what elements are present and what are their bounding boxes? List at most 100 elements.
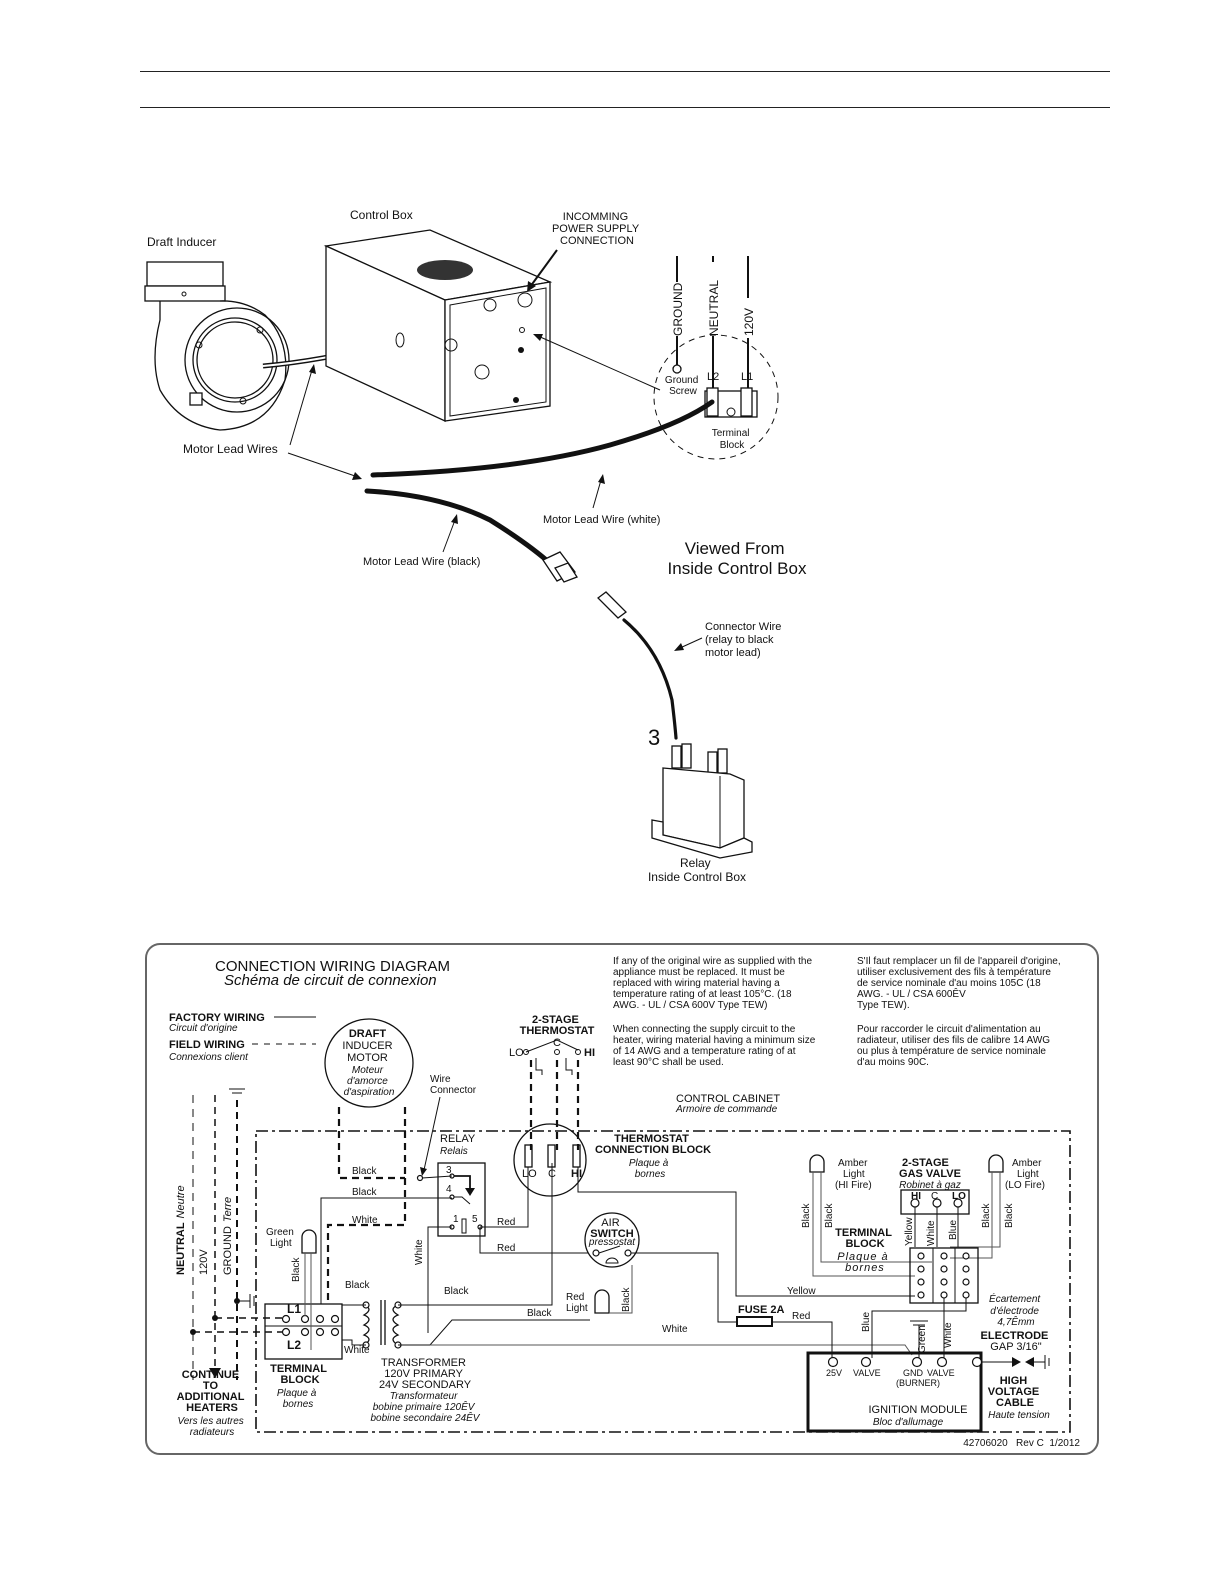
svg-text:HI: HI	[571, 1168, 582, 1180]
air-switch-label: AIR SWITCH	[590, 1217, 633, 1240]
amber-light-lo-symbol	[988, 1154, 1004, 1173]
svg-text:5: 5	[472, 1214, 478, 1225]
supply-ground-label: GROUNDTerre	[222, 1197, 234, 1275]
amber-light-hi-label: Amber Light (HI Fire)	[835, 1158, 872, 1191]
transformer-label-fr: Transformateur bobine primaire 120ÊV bob…	[371, 1391, 481, 1424]
incoming-power-label: INCOMMING POWER SUPPLY CONNECTION	[552, 211, 642, 247]
svg-text:Robinet à gaz: Robinet à gaz	[899, 1180, 961, 1191]
terminal-block-label: Terminal Block	[712, 428, 753, 451]
svg-text:Green: Green	[917, 1325, 928, 1353]
fuse-label: FUSE 2A	[738, 1304, 785, 1316]
legend: FACTORY WIRING Circuit d'origine FIELD W…	[169, 1012, 316, 1063]
neutral-label: NEUTRAL	[707, 280, 721, 336]
viewed-from-label: Viewed From Inside Control Box	[668, 539, 807, 578]
draft-inducer	[144, 261, 290, 431]
svg-text:25V: 25V	[826, 1368, 842, 1378]
svg-text:GND: GND	[903, 1368, 924, 1378]
svg-text:Black: Black	[621, 1287, 632, 1312]
svg-text:White: White	[662, 1324, 688, 1335]
svg-text:(BURNER): (BURNER)	[896, 1378, 940, 1388]
svg-text:Blue: Blue	[948, 1220, 959, 1240]
tcb-label-fr: Plaque à bornes	[629, 1158, 671, 1180]
thermostat-c: C	[553, 1037, 561, 1049]
supply-neutral-label: NEUTRALNeutre	[175, 1185, 187, 1275]
male-connector	[597, 591, 627, 619]
terminal-block-right-label-fr: Plaque à bornes	[837, 1251, 893, 1274]
ignition-module-label-fr: Bloc d'allumage	[873, 1417, 944, 1428]
relay-caption: Relay Inside Control Box	[648, 856, 746, 884]
svg-text:pressostat: pressostat	[588, 1237, 636, 1248]
red-light-label: Red Light	[566, 1292, 588, 1314]
svg-text:3: 3	[446, 1165, 452, 1176]
svg-text:FIELD WIRING: FIELD WIRING	[169, 1039, 245, 1051]
continue-label: CONTINUE TO ADDITIONAL HEATERS	[177, 1369, 248, 1414]
svg-text:4: 4	[446, 1184, 452, 1195]
svg-text:Black: Black	[981, 1203, 992, 1228]
continue-label-fr: Vers les autres radiateurs	[177, 1416, 246, 1438]
supply-lines	[670, 256, 755, 395]
relay-terminal-3: 3	[648, 725, 660, 750]
gas-valve-symbol	[900, 1189, 970, 1215]
transformer-symbol	[362, 1300, 402, 1349]
electrode-label: ELECTRODE GAP 3/16"	[981, 1330, 1052, 1353]
svg-text:White: White	[943, 1322, 954, 1348]
header-rule-bottom	[140, 107, 1110, 108]
svg-text:Yellow: Yellow	[904, 1217, 915, 1246]
svg-text:Black: Black	[824, 1203, 835, 1228]
ground-label: GROUND	[671, 282, 685, 336]
header-rule-top	[140, 71, 1110, 72]
draft-motor-symbol	[324, 1018, 414, 1108]
svg-text:FACTORY WIRING: FACTORY WIRING	[169, 1012, 265, 1024]
svg-text:Black: Black	[444, 1286, 469, 1297]
wire-connector-label: Wire Connector	[430, 1074, 477, 1096]
svg-text:C: C	[548, 1168, 556, 1180]
svg-text:HI: HI	[911, 1191, 921, 1202]
svg-text:White: White	[352, 1215, 378, 1226]
fuse-symbol	[736, 1316, 773, 1327]
terminal-block-right-label: TERMINAL BLOCK	[835, 1227, 895, 1250]
installation-illustration: Draft Inducer Control Box INCOMMING POWE…	[144, 208, 807, 884]
left-tb-l1: L1	[287, 1302, 301, 1316]
left-tb-l2: L2	[287, 1338, 301, 1352]
draft-motor-label: DRAFT INDUCER MOTOR Moteur d'amorce d'as…	[342, 1028, 395, 1098]
green-light-label: Green Light	[266, 1227, 297, 1249]
svg-text:Black: Black	[352, 1187, 377, 1198]
relay-label: RELAY	[440, 1133, 476, 1145]
terminal-block-left-label: TERMINAL BLOCK	[270, 1363, 330, 1386]
120v-label: 120V	[742, 308, 756, 336]
document-number: 42706020 Rev C 1/2012	[963, 1438, 1080, 1449]
relay-label-fr: Relais	[440, 1146, 468, 1157]
svg-text:Black: Black	[1004, 1203, 1015, 1228]
relay-symbol	[437, 1162, 486, 1237]
thermostat-switch	[523, 1039, 581, 1150]
svg-text:LO: LO	[522, 1168, 537, 1180]
svg-text:Connexions client: Connexions client	[169, 1052, 249, 1063]
gas-valve-label: 2-STAGE GAS VALVE	[899, 1157, 961, 1180]
motor-lead-wires-label: Motor Lead Wires	[183, 442, 278, 456]
svg-text:Circuit d'origine: Circuit d'origine	[169, 1023, 238, 1034]
l1-label: L1	[741, 371, 753, 383]
svg-text:White: White	[414, 1239, 425, 1265]
notes-english: If any of the original wire as supplied …	[613, 956, 818, 1068]
svg-text:Black: Black	[801, 1203, 812, 1228]
transformer-label: TRANSFORMER 120V PRIMARY 24V SECONDARY	[379, 1357, 472, 1391]
control-box-label: Control Box	[350, 208, 413, 222]
supply-field-wires	[190, 1088, 285, 1380]
amber-light-hi-symbol	[809, 1154, 825, 1173]
green-light-symbol	[301, 1229, 317, 1254]
svg-text:C: C	[931, 1191, 938, 1202]
connector-wire-label: Connector Wire (relay to black motor lea…	[705, 621, 784, 659]
svg-text:Red: Red	[792, 1311, 810, 1322]
red-light-symbol	[594, 1289, 610, 1314]
svg-text:Black: Black	[352, 1166, 377, 1177]
amber-light-lo-label: Amber Light (LO Fire)	[1005, 1158, 1045, 1191]
ignition-module-label: IGNITION MODULE	[868, 1404, 967, 1416]
svg-text:Yellow: Yellow	[787, 1286, 816, 1297]
svg-text:Black: Black	[345, 1280, 370, 1291]
terminal-block-right	[909, 1247, 979, 1304]
hv-cable-label: HIGH VOLTAGE CABLE	[988, 1375, 1043, 1409]
diagram-title: CONNECTION WIRING DIAGRAM	[215, 958, 450, 975]
motor-lead-black-label: Motor Lead Wire (black)	[363, 556, 480, 568]
thermostat-lo: LO	[509, 1047, 524, 1059]
